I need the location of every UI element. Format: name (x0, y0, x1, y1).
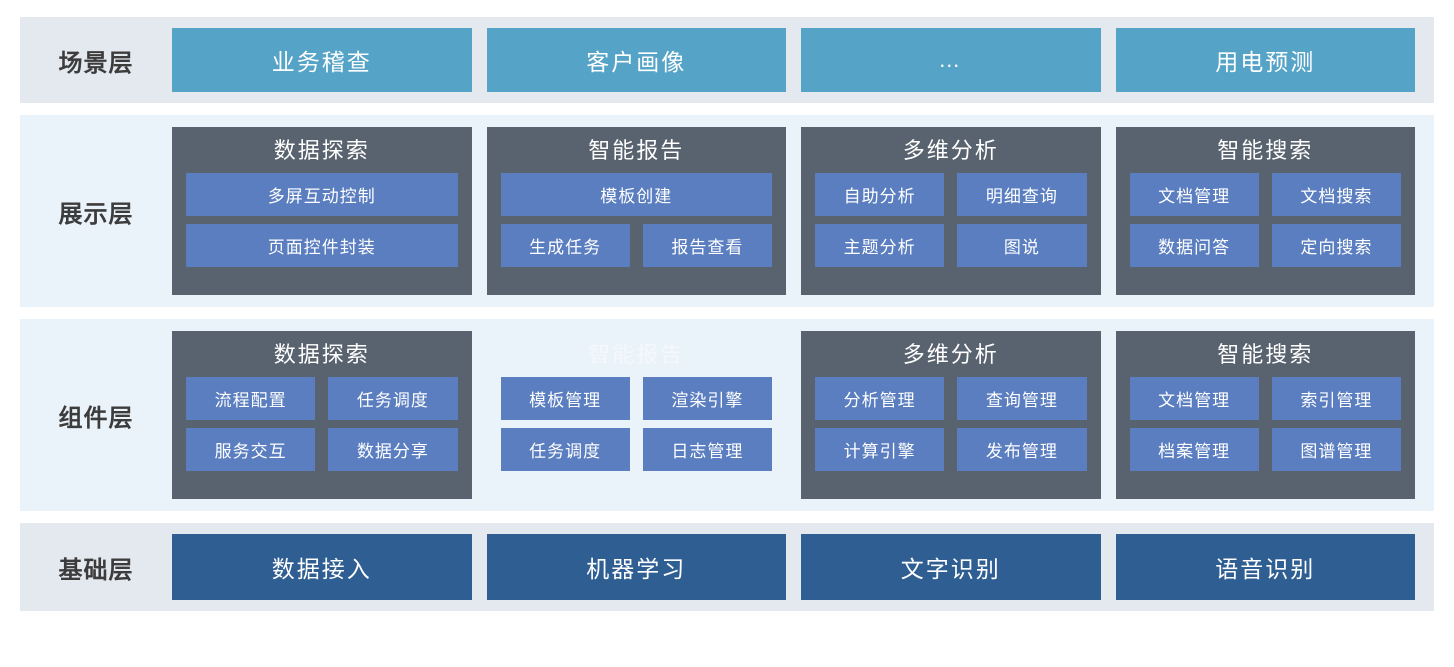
display-chip[interactable]: 定向搜索 (1271, 223, 1401, 267)
component-card[interactable]: 多维分析分析管理查询管理计算引擎发布管理 (801, 331, 1101, 499)
component-chip-line: 计算引擎发布管理 (815, 427, 1087, 471)
base-block[interactable]: 文字识别 (801, 534, 1101, 600)
base-block-label: 数据接入 (271, 556, 372, 582)
display-card-title: 多维分析 (902, 138, 999, 163)
display-chip-line: 生成任务报告查看 (500, 223, 772, 267)
component-card-title: 多维分析 (902, 342, 999, 367)
base-block[interactable]: 数据接入 (172, 534, 472, 600)
layer-row-base: 基础层 数据接入 机器学习 文字识别 语音识别 (20, 523, 1434, 611)
display-chip[interactable]: 明细查询 (957, 172, 1087, 216)
component-chip[interactable]: 图谱管理 (1271, 427, 1401, 471)
layer-content-display: 数据探索多屏互动控制页面控件封装智能报告模板创建生成任务报告查看多维分析自助分析… (172, 115, 1434, 307)
display-chip[interactable]: 报告查看 (642, 223, 772, 267)
component-chip[interactable]: 日志管理 (642, 427, 772, 471)
display-chip[interactable]: 主题分析 (815, 223, 945, 267)
display-chip-line: 数据问答定向搜索 (1129, 223, 1401, 267)
component-chip-line: 分析管理查询管理 (815, 376, 1087, 420)
component-chip[interactable]: 渲染引擎 (642, 376, 772, 420)
display-chip-grid: 自助分析明细查询主题分析图说 (815, 172, 1087, 267)
display-chip-grid: 文档管理文档搜索数据问答定向搜索 (1129, 172, 1401, 267)
component-chip[interactable]: 模板管理 (500, 376, 630, 420)
component-chip-line: 模板管理渲染引擎 (500, 376, 772, 420)
layer-content-scene: 业务稽查 客户画像 … 用电预测 (172, 17, 1434, 103)
layer-content-component: 数据探索流程配置任务调度服务交互数据分享智能报告模板管理渲染引擎任务调度日志管理… (172, 319, 1434, 511)
base-block-label: 语音识别 (1215, 556, 1316, 582)
display-chip-line: 模板创建 (500, 172, 772, 216)
display-chip-line: 主题分析图说 (815, 223, 1087, 267)
display-chip[interactable]: 文档搜索 (1271, 172, 1401, 216)
scene-block[interactable]: 用电预测 (1115, 28, 1415, 92)
display-card-title: 数据探索 (273, 138, 370, 163)
display-chip-line: 文档管理文档搜索 (1129, 172, 1401, 216)
component-chip[interactable]: 索引管理 (1271, 376, 1401, 420)
scene-block-label: 用电预测 (1215, 49, 1316, 75)
display-chip[interactable]: 自助分析 (815, 172, 945, 216)
layer-content-base: 数据接入 机器学习 文字识别 语音识别 (172, 523, 1434, 611)
component-card-title: 数据探索 (273, 342, 370, 367)
display-card-title: 智能搜索 (1217, 138, 1314, 163)
component-chip-grid: 模板管理渲染引擎任务调度日志管理 (500, 376, 772, 471)
display-chip-line: 多屏互动控制 (186, 172, 458, 216)
display-chip[interactable]: 数据问答 (1129, 223, 1259, 267)
component-chip-line: 文档管理索引管理 (1129, 376, 1401, 420)
display-card[interactable]: 智能报告模板创建生成任务报告查看 (486, 127, 786, 295)
display-card[interactable]: 数据探索多屏互动控制页面控件封装 (172, 127, 472, 295)
layer-label-base: 基础层 (58, 556, 134, 584)
component-chip[interactable]: 分析管理 (815, 376, 945, 420)
scene-block-label: 客户画像 (586, 49, 687, 75)
base-block[interactable]: 语音识别 (1115, 534, 1415, 600)
component-chip-line: 档案管理图谱管理 (1129, 427, 1401, 471)
scene-block-label: … (938, 47, 964, 73)
component-card[interactable]: 智能报告模板管理渲染引擎任务调度日志管理 (487, 331, 787, 499)
layer-label-display: 展示层 (58, 200, 134, 228)
component-chip[interactable]: 任务调度 (500, 427, 630, 471)
component-chip-line: 任务调度日志管理 (500, 427, 772, 471)
component-chip-grid: 流程配置任务调度服务交互数据分享 (186, 376, 458, 471)
component-chip[interactable]: 查询管理 (957, 376, 1087, 420)
display-card[interactable]: 智能搜索文档管理文档搜索数据问答定向搜索 (1115, 127, 1415, 295)
scene-block[interactable]: 业务稽查 (172, 28, 472, 92)
component-chip-line: 流程配置任务调度 (186, 376, 458, 420)
scene-block-label: 业务稽查 (271, 49, 372, 75)
base-block-label: 文字识别 (900, 556, 1001, 582)
base-block[interactable]: 机器学习 (486, 534, 786, 600)
display-card[interactable]: 多维分析自助分析明细查询主题分析图说 (801, 127, 1101, 295)
component-chip-line: 服务交互数据分享 (186, 427, 458, 471)
component-chip[interactable]: 数据分享 (328, 427, 458, 471)
display-chip-grid: 模板创建生成任务报告查看 (500, 172, 772, 267)
component-chip[interactable]: 服务交互 (186, 427, 316, 471)
component-card-title: 智能报告 (588, 342, 685, 367)
layer-label-component: 组件层 (58, 404, 134, 432)
display-chip[interactable]: 多屏互动控制 (186, 172, 458, 216)
display-chip[interactable]: 生成任务 (500, 223, 630, 267)
component-chip[interactable]: 计算引擎 (815, 427, 945, 471)
display-chip[interactable]: 文档管理 (1129, 172, 1259, 216)
display-chip-line: 自助分析明细查询 (815, 172, 1087, 216)
component-chip[interactable]: 文档管理 (1129, 376, 1259, 420)
display-chip[interactable]: 图说 (957, 223, 1087, 267)
layer-row-display: 展示层 数据探索多屏互动控制页面控件封装智能报告模板创建生成任务报告查看多维分析… (20, 115, 1434, 307)
display-card-title: 智能报告 (588, 138, 685, 163)
scene-block[interactable]: 客户画像 (486, 28, 786, 92)
component-card[interactable]: 数据探索流程配置任务调度服务交互数据分享 (172, 331, 472, 499)
layer-row-scene: 场景层 业务稽查 客户画像 … 用电预测 (20, 17, 1434, 103)
display-chip-grid: 多屏互动控制页面控件封装 (186, 172, 458, 267)
layer-label-scene: 场景层 (58, 49, 134, 77)
display-chip[interactable]: 模板创建 (500, 172, 772, 216)
component-chip-grid: 分析管理查询管理计算引擎发布管理 (815, 376, 1087, 471)
base-block-label: 机器学习 (586, 556, 687, 582)
component-chip[interactable]: 发布管理 (957, 427, 1087, 471)
component-chip[interactable]: 档案管理 (1129, 427, 1259, 471)
component-card[interactable]: 智能搜索文档管理索引管理档案管理图谱管理 (1115, 331, 1415, 499)
display-chip[interactable]: 页面控件封装 (186, 223, 458, 267)
component-card-title: 智能搜索 (1217, 342, 1314, 367)
component-chip[interactable]: 流程配置 (186, 376, 316, 420)
scene-block[interactable]: … (801, 28, 1101, 92)
component-chip[interactable]: 任务调度 (328, 376, 458, 420)
display-chip-line: 页面控件封装 (186, 223, 458, 267)
component-chip-grid: 文档管理索引管理档案管理图谱管理 (1129, 376, 1401, 471)
layer-row-component: 组件层 数据探索流程配置任务调度服务交互数据分享智能报告模板管理渲染引擎任务调度… (20, 319, 1434, 511)
